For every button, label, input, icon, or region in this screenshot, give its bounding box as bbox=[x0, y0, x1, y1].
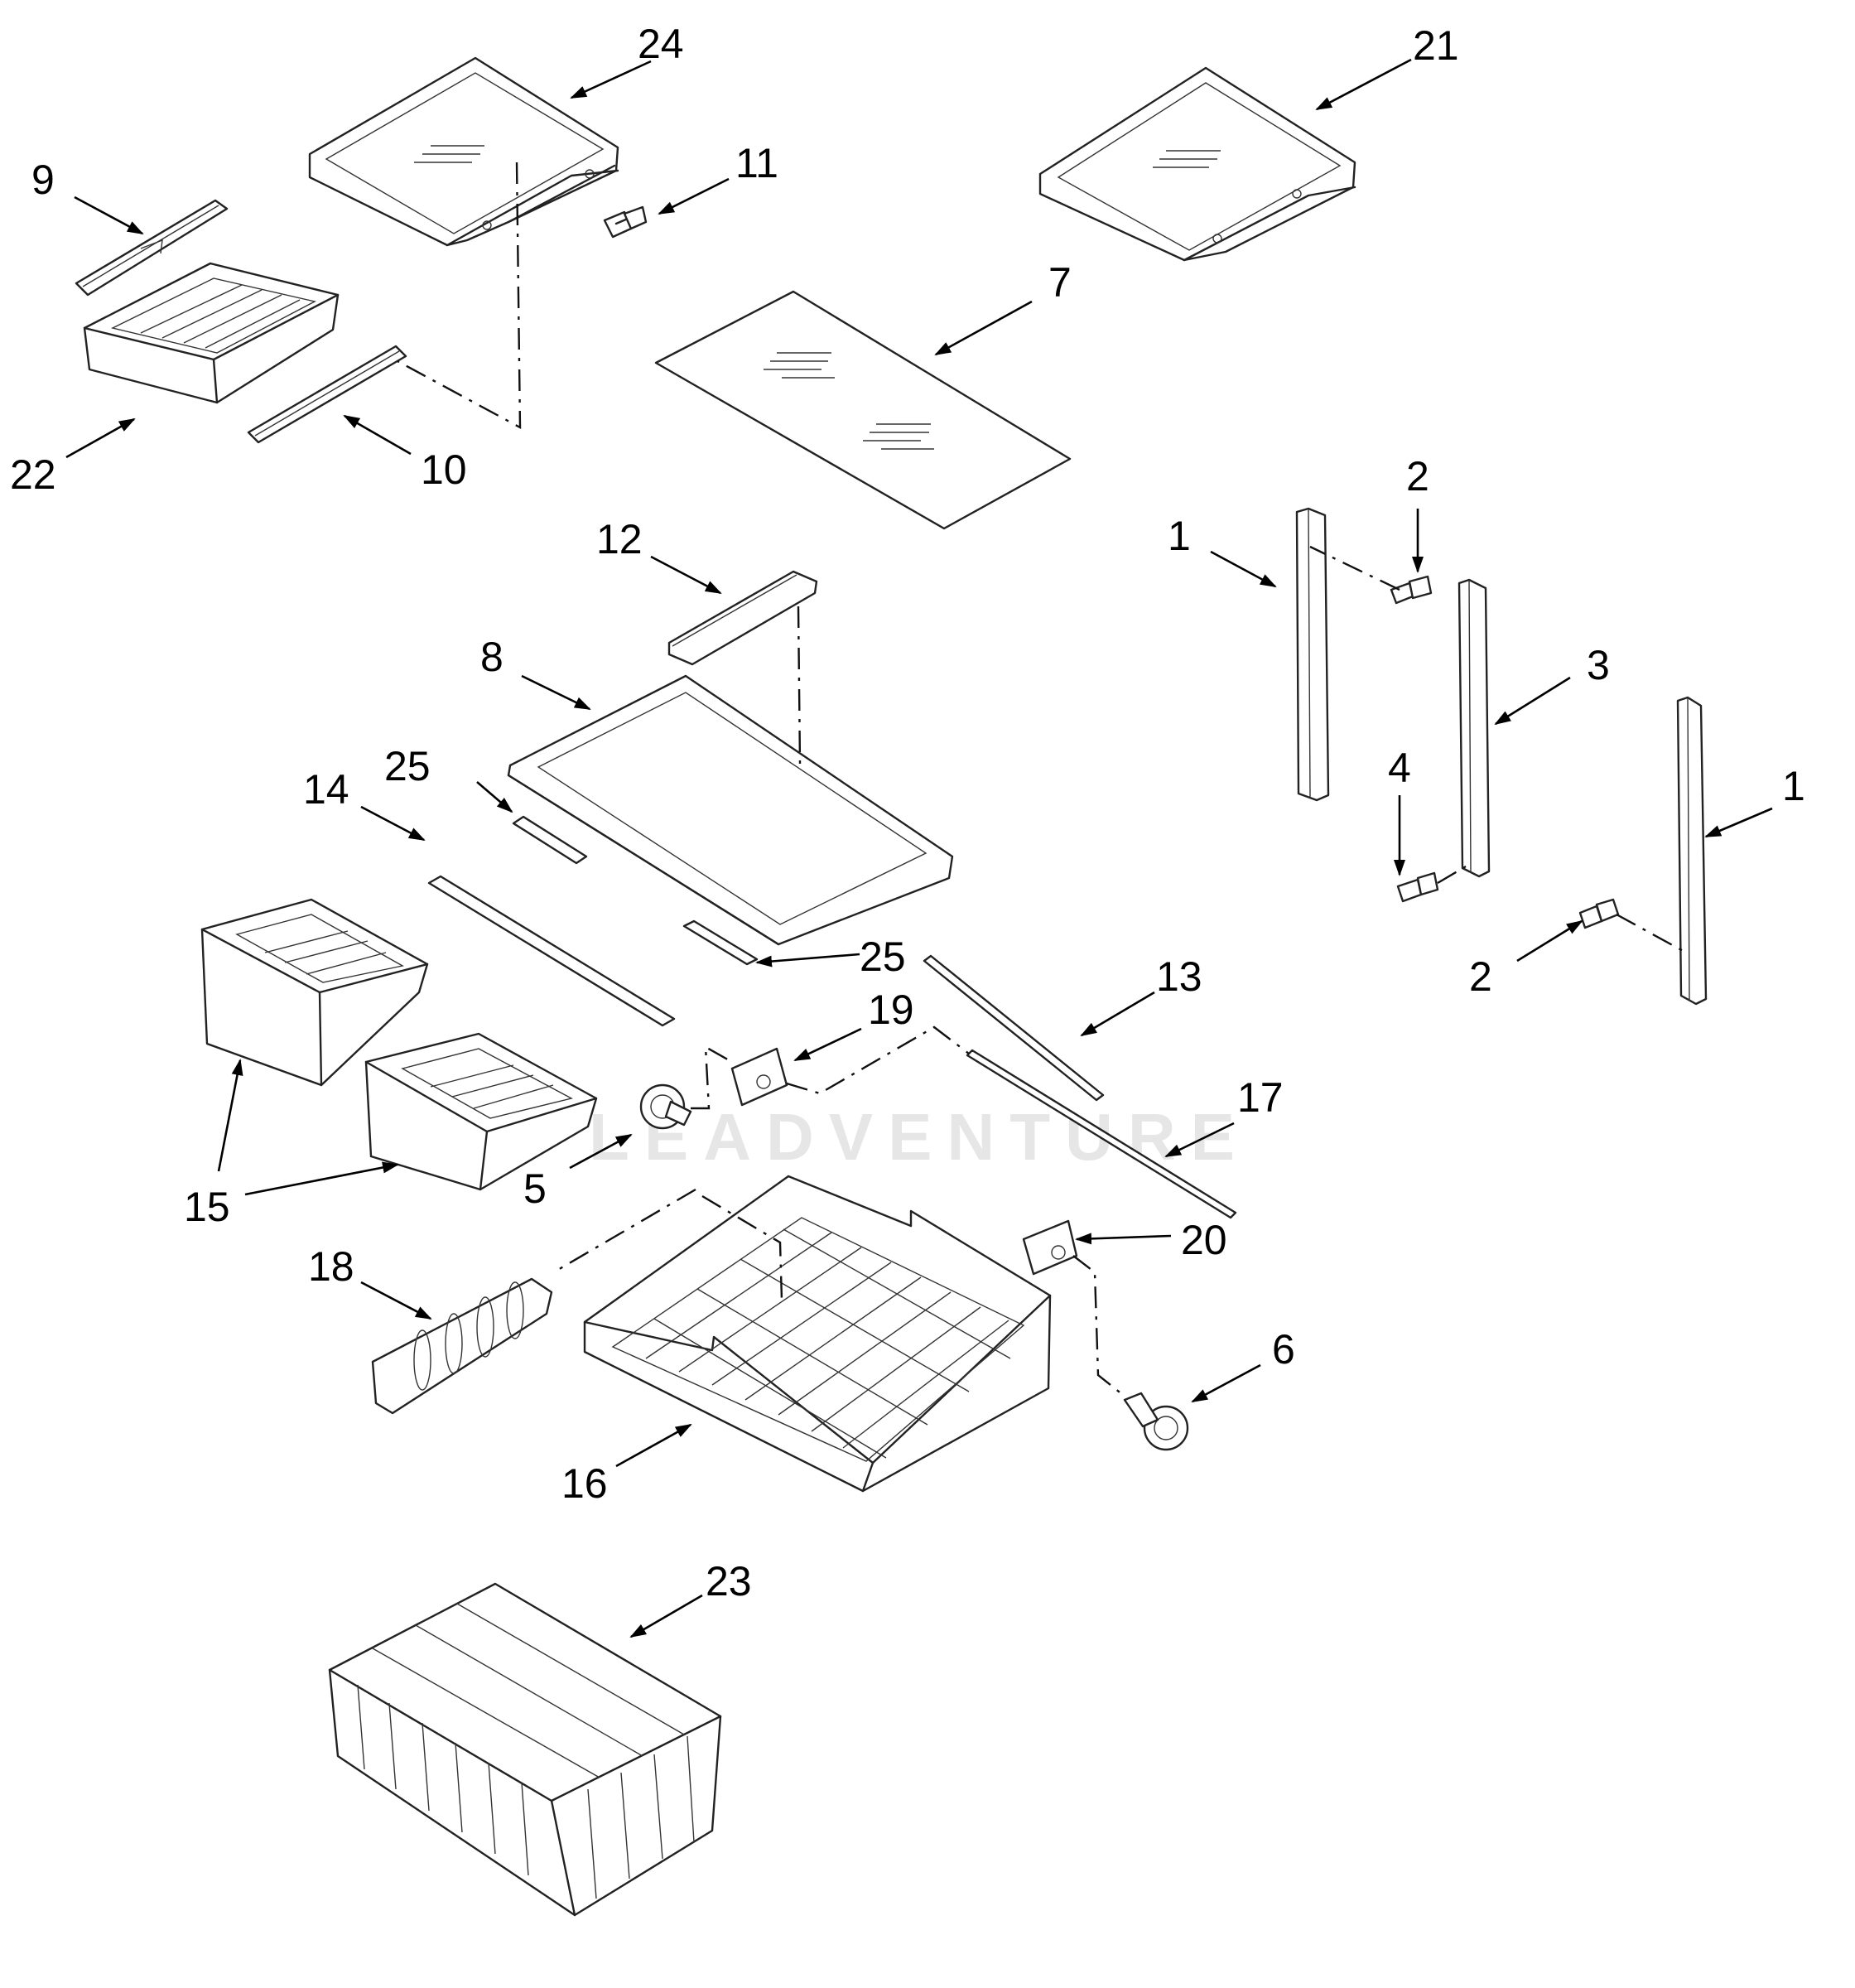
part-2-screw-lower bbox=[1578, 898, 1620, 929]
part-1-standard-left bbox=[1295, 507, 1330, 802]
part-10-rail bbox=[247, 345, 407, 444]
callout-25-lower: 25 bbox=[860, 934, 906, 980]
callout-23: 23 bbox=[706, 1558, 752, 1604]
part-16-wire-basket bbox=[583, 1175, 1052, 1493]
callout-2-lower: 2 bbox=[1469, 953, 1492, 1000]
callout-17: 17 bbox=[1237, 1074, 1284, 1121]
part-4-screw bbox=[1396, 871, 1439, 903]
part-19-clip bbox=[730, 1047, 788, 1107]
part-9-rail bbox=[75, 199, 229, 297]
callout-18: 18 bbox=[308, 1243, 354, 1290]
callout-16: 16 bbox=[561, 1460, 608, 1507]
assembly-lines bbox=[397, 162, 1687, 1396]
part-14-trim bbox=[427, 875, 676, 1027]
part-5-gear bbox=[639, 1083, 692, 1130]
part-21-shelf bbox=[1038, 66, 1356, 262]
part-20-clip bbox=[1022, 1219, 1078, 1276]
callout-12: 12 bbox=[596, 516, 643, 562]
part-22-pan bbox=[83, 262, 340, 404]
part-7-glass-shelf bbox=[654, 290, 1072, 530]
part-25-clip-upper bbox=[512, 815, 588, 865]
part-2-screw-upper bbox=[1390, 575, 1433, 605]
callout-leaders bbox=[65, 58, 1773, 1638]
callout-22: 22 bbox=[10, 451, 56, 498]
part-23-wire-basket bbox=[328, 1582, 722, 1917]
part-8-frame bbox=[507, 674, 954, 946]
part-6-gear bbox=[1123, 1392, 1189, 1451]
watermark: LEADVENTURE bbox=[589, 1100, 1250, 1174]
callout-21: 21 bbox=[1413, 22, 1459, 69]
callout-19: 19 bbox=[868, 987, 914, 1033]
callout-1-left: 1 bbox=[1168, 513, 1191, 559]
part-3-standard-center bbox=[1458, 578, 1491, 878]
callout-15: 15 bbox=[184, 1184, 230, 1230]
part-15-crisper-left bbox=[200, 898, 429, 1087]
callout-labels: 24 21 9 11 7 22 10 2 1 12 8 3 25 14 4 1 … bbox=[10, 21, 1805, 1604]
callout-20: 20 bbox=[1181, 1217, 1227, 1263]
callout-13: 13 bbox=[1156, 953, 1202, 1000]
callout-25-upper: 25 bbox=[384, 743, 431, 789]
callout-14: 14 bbox=[303, 766, 349, 813]
callout-2-upper: 2 bbox=[1406, 453, 1429, 499]
part-11-screw bbox=[603, 205, 648, 239]
callout-10: 10 bbox=[421, 446, 467, 493]
callout-6: 6 bbox=[1272, 1326, 1295, 1373]
part-15-crisper-right bbox=[364, 1032, 598, 1191]
part-1-standard-right bbox=[1676, 696, 1708, 1006]
callout-11: 11 bbox=[735, 140, 778, 186]
part-12-bracket bbox=[667, 570, 818, 666]
part-13-rod bbox=[923, 954, 1105, 1102]
callout-4: 4 bbox=[1388, 745, 1411, 791]
callout-7: 7 bbox=[1048, 259, 1072, 306]
part-25-clip-lower bbox=[682, 919, 759, 966]
callout-3: 3 bbox=[1587, 642, 1610, 688]
part-17-rod bbox=[966, 1049, 1237, 1219]
part-18-divider bbox=[371, 1277, 553, 1415]
callout-1-right: 1 bbox=[1782, 763, 1805, 809]
part-24-shelf bbox=[308, 56, 619, 247]
callout-24: 24 bbox=[638, 21, 684, 67]
callout-5: 5 bbox=[523, 1165, 547, 1212]
callout-9: 9 bbox=[31, 157, 55, 203]
callout-8: 8 bbox=[480, 634, 504, 680]
